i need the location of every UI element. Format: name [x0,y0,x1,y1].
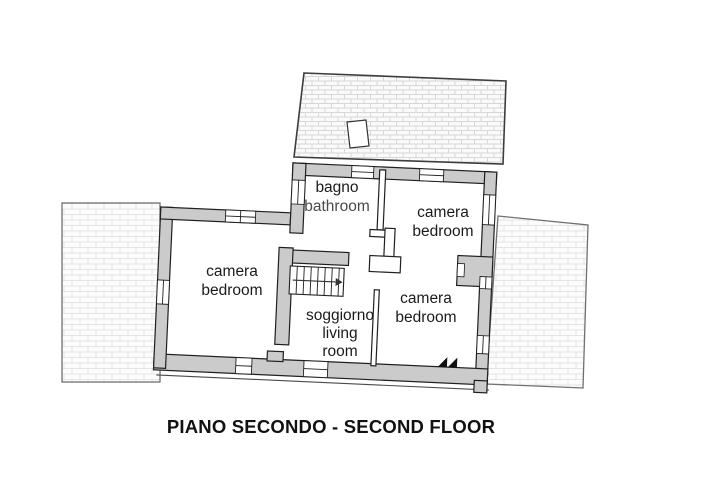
svg-text:living: living [322,325,357,342]
eave-line [156,374,489,391]
stairs-direction-arrow [292,277,343,286]
svg-text:bedroom: bedroom [395,309,456,326]
wall-bottom-right-step [473,379,488,394]
svg-text:bedroom: bedroom [201,282,262,299]
roof-area-right [485,215,589,389]
plan-title: PIANO SECONDO - SECOND FLOOR [167,416,495,437]
room-label-bedroom-left: camera bedroom [201,263,262,299]
svg-text:bedroom: bedroom [412,223,473,240]
roof-area-top [293,72,507,165]
roof-area-left [61,202,161,383]
wall-small-bump [266,350,285,363]
svg-text:bathroom: bathroom [304,198,369,215]
triangle-hatch-marks [437,357,458,368]
window-top-1 [350,165,375,180]
window-right-2 [479,276,493,290]
interior-partitions [368,169,402,367]
svg-text:soggiorno: soggiorno [306,307,374,324]
windows [155,165,497,379]
window-right-1 [481,194,497,226]
partition-living-bedroom [370,289,380,367]
window-left-top [224,209,257,224]
window-bottom-1 [234,357,253,375]
window-right-3 [476,334,490,355]
room-label-bedroom-top-right: camera bedroom [412,204,473,240]
window-bottom-2 [302,360,329,379]
skylight [346,119,370,149]
room-label-living-room: soggiorno living room [306,307,374,360]
window-left [155,279,171,305]
room-label-bathroom: bagno bathroom [304,179,369,215]
svg-text:camera: camera [206,263,258,280]
svg-text:camera: camera [417,204,469,221]
building [152,162,498,394]
wall-mid-vertical [274,246,294,346]
svg-text:room: room [322,343,357,360]
stairs [288,265,345,297]
svg-text:bagno: bagno [315,179,358,196]
wall-above-stairs [287,249,350,267]
room-label-bedroom-bottom-right: camera bedroom [395,290,456,326]
door-jamb-horizontal [368,254,402,274]
chimney-notch [456,263,466,278]
svg-text:camera: camera [400,290,452,307]
window-bathroom-left [290,179,306,205]
window-top-2 [418,168,445,183]
